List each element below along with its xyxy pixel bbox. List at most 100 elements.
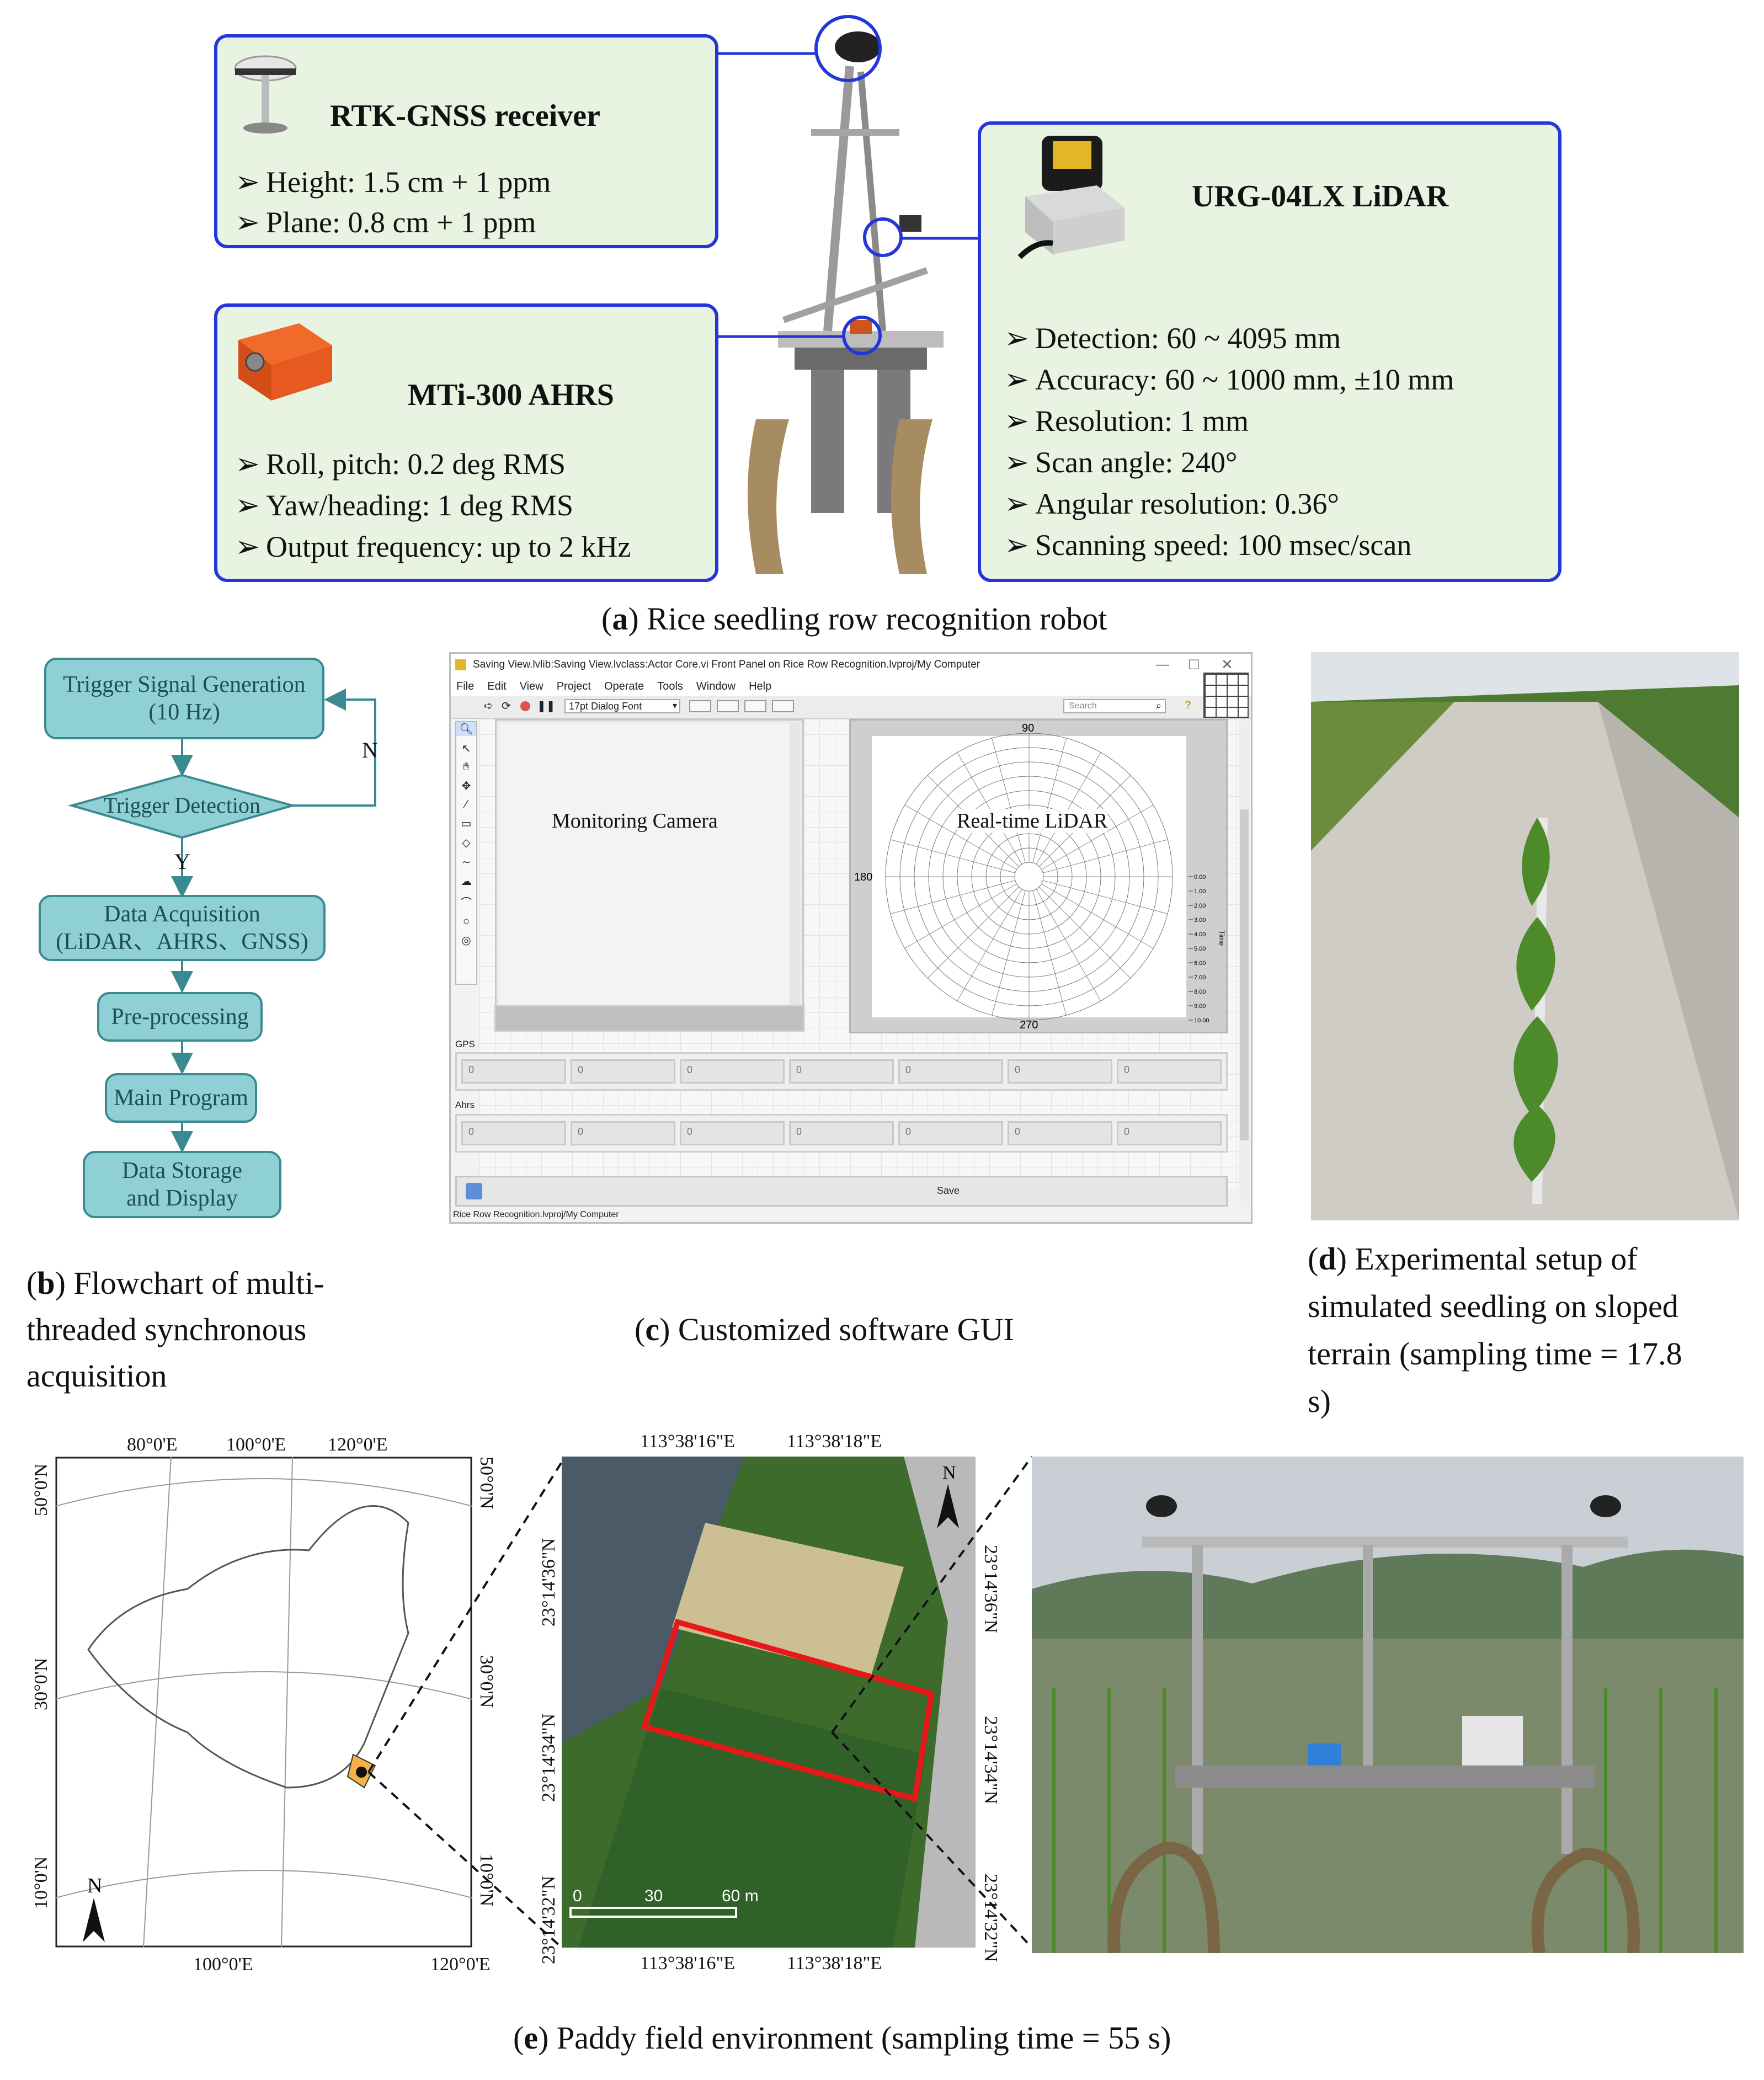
urg-spec-5: ➢Angular resolution: 0.36°: [1004, 487, 1340, 520]
polar-spoke: [1032, 890, 1067, 1016]
callout-lines: [718, 15, 978, 355]
radial-tick-label: 1.00: [1194, 888, 1206, 895]
panel-c-gui: Saving View.lvlib:Saving View.lvclass:Ac…: [449, 652, 1253, 1224]
line-tool-icon[interactable]: ⁄: [465, 798, 467, 810]
gps-field-1[interactable]: 0: [461, 1059, 566, 1084]
pause-icon[interactable]: ❚❚: [537, 700, 556, 712]
save-label: Save: [937, 1185, 960, 1196]
move-tool-icon[interactable]: ✥: [461, 780, 471, 792]
app-icon: [455, 659, 466, 670]
gps-field-7[interactable]: 0: [1117, 1059, 1222, 1084]
ahrs-field-3[interactable]: 0: [680, 1121, 785, 1145]
flow-preprocessing: Pre-processing: [97, 992, 263, 1042]
menu-project[interactable]: Project: [556, 680, 591, 692]
toolbar: ➪ ⟳ ❚❚ 17pt Dialog Font ▾ Search ⌕ ?: [451, 673, 1251, 719]
flow-main-program: Main Program: [105, 1073, 257, 1123]
ahrs-field-5[interactable]: 0: [898, 1121, 1003, 1145]
flow-label-yes: Y: [174, 849, 190, 874]
gps-field-2[interactable]: 0: [571, 1059, 675, 1084]
map2-bottom-lon-1: 113°38'16"E: [640, 1953, 736, 1974]
save-icon: [466, 1183, 482, 1199]
gps-field-3[interactable]: 0: [680, 1059, 785, 1084]
polar-spoke: [1042, 839, 1168, 873]
radial-tick-label: 6.00: [1194, 960, 1206, 967]
maximize-icon[interactable]: ☐: [1188, 658, 1200, 673]
polar-spoke: [890, 839, 1016, 873]
polar-spoke: [992, 738, 1026, 863]
scroll-thumb[interactable]: [1240, 809, 1249, 1140]
align-icon[interactable]: [689, 700, 711, 712]
north-label-2: N: [942, 1463, 956, 1483]
oval-tool-icon[interactable]: ○: [462, 915, 470, 927]
reorder-icon[interactable]: [772, 700, 794, 712]
caption-a: (a) Rice seedling row recognition robot: [601, 601, 1107, 637]
gps-field-5[interactable]: 0: [898, 1059, 1003, 1084]
north-arrow-2: N: [937, 1463, 959, 1528]
gps-field-4[interactable]: 0: [789, 1059, 894, 1084]
polar-spoke: [927, 887, 1019, 979]
menu-help[interactable]: Help: [749, 680, 772, 692]
ahrs-cluster: 0 0 0 0 0 0 0: [455, 1114, 1228, 1153]
panel-scrollbar[interactable]: [1239, 721, 1250, 1207]
arc-tool-icon[interactable]: ⌒: [461, 897, 472, 909]
menu-edit[interactable]: Edit: [487, 680, 507, 692]
flow-trigger-detection: Trigger Detection: [103, 793, 261, 818]
menu-tools[interactable]: Tools: [657, 680, 683, 692]
status-path: Rice Row Recognition.lvproj/My Computer: [453, 1210, 619, 1219]
cloud-tool-icon[interactable]: ☁︎: [461, 876, 472, 888]
menu-view[interactable]: View: [519, 680, 543, 692]
curve-tool-icon[interactable]: ∼: [461, 856, 471, 868]
abort-icon[interactable]: [520, 701, 530, 711]
camera-scrollbar-vertical[interactable]: [790, 723, 800, 1011]
zoom-connectors: [367, 1455, 1033, 1949]
resize-icon[interactable]: [744, 700, 766, 712]
gps-label: GPS: [455, 1039, 475, 1049]
lidar-sensor-icon: [1017, 136, 1125, 259]
map1-top-lon-3: 120°0'E: [328, 1434, 388, 1455]
help-icon[interactable]: ?: [1185, 699, 1192, 711]
ahrs-field-2[interactable]: 0: [571, 1121, 675, 1145]
menu-operate[interactable]: Operate: [604, 680, 644, 692]
distribute-icon[interactable]: [717, 700, 739, 712]
ahrs-field-6[interactable]: 0: [1008, 1121, 1112, 1145]
ahrs-field-7[interactable]: 0: [1117, 1121, 1222, 1145]
tool-palette: 🔍︎ ↖ ✋︎ ✥ ⁄ ▭ ◇ ∼ ☁︎ ⌒ ○ ◎: [455, 721, 477, 985]
run-arrow-icon[interactable]: ➪: [484, 700, 493, 712]
spiral-tool-icon[interactable]: ◎: [461, 935, 471, 947]
ahrs-field-1[interactable]: 0: [461, 1121, 566, 1145]
north-arrow-1: N: [83, 1874, 105, 1942]
ahrs-field-4[interactable]: 0: [789, 1121, 894, 1145]
polar-spoke: [1041, 883, 1154, 949]
gps-field-6[interactable]: 0: [1008, 1059, 1112, 1084]
polar-spoke: [1039, 887, 1131, 979]
diamond-tool-icon[interactable]: ◇: [462, 837, 471, 849]
polar-grid: [885, 733, 1173, 1021]
minimize-icon[interactable]: —: [1156, 657, 1169, 672]
run-continuous-icon[interactable]: ⟳: [502, 700, 511, 712]
hand-tool-icon[interactable]: ✋︎: [463, 761, 470, 773]
chevron-down-icon: ▾: [672, 701, 677, 711]
zoom-tool-icon[interactable]: 🔍︎: [456, 722, 476, 736]
menu-file[interactable]: File: [456, 680, 475, 692]
scale-label-60: 60 m: [722, 1887, 759, 1905]
polar-spoke: [1041, 804, 1154, 870]
camera-display: [499, 723, 789, 1011]
camera-status-bar: [494, 1005, 805, 1032]
search-input[interactable]: Search ⌕: [1063, 699, 1166, 713]
menu-window[interactable]: Window: [696, 680, 736, 692]
lidar-label: Real-time LiDAR: [957, 809, 1108, 833]
polar-spoke: [1036, 889, 1101, 1001]
map1-bottom-lon-2: 120°0'E: [430, 1954, 491, 1975]
pointer-tool-icon[interactable]: ↖: [461, 743, 471, 755]
font-select[interactable]: 17pt Dialog Font ▾: [564, 699, 680, 713]
rect-tool-icon[interactable]: ▭: [461, 818, 472, 830]
north-label-1: N: [87, 1874, 102, 1897]
close-icon[interactable]: ✕: [1221, 656, 1233, 673]
seedling-photo: [1311, 652, 1739, 1220]
camera-frame: Monitoring Camera: [495, 719, 804, 1028]
save-button[interactable]: Save: [455, 1176, 1228, 1207]
radial-tick-label: 7.00: [1194, 974, 1206, 981]
flow-data-acquisition: Data Acquisition(LiDAR、AHRS、GNSS): [39, 895, 326, 961]
urg-spec-4: ➢Scan angle: 240°: [1004, 446, 1238, 479]
